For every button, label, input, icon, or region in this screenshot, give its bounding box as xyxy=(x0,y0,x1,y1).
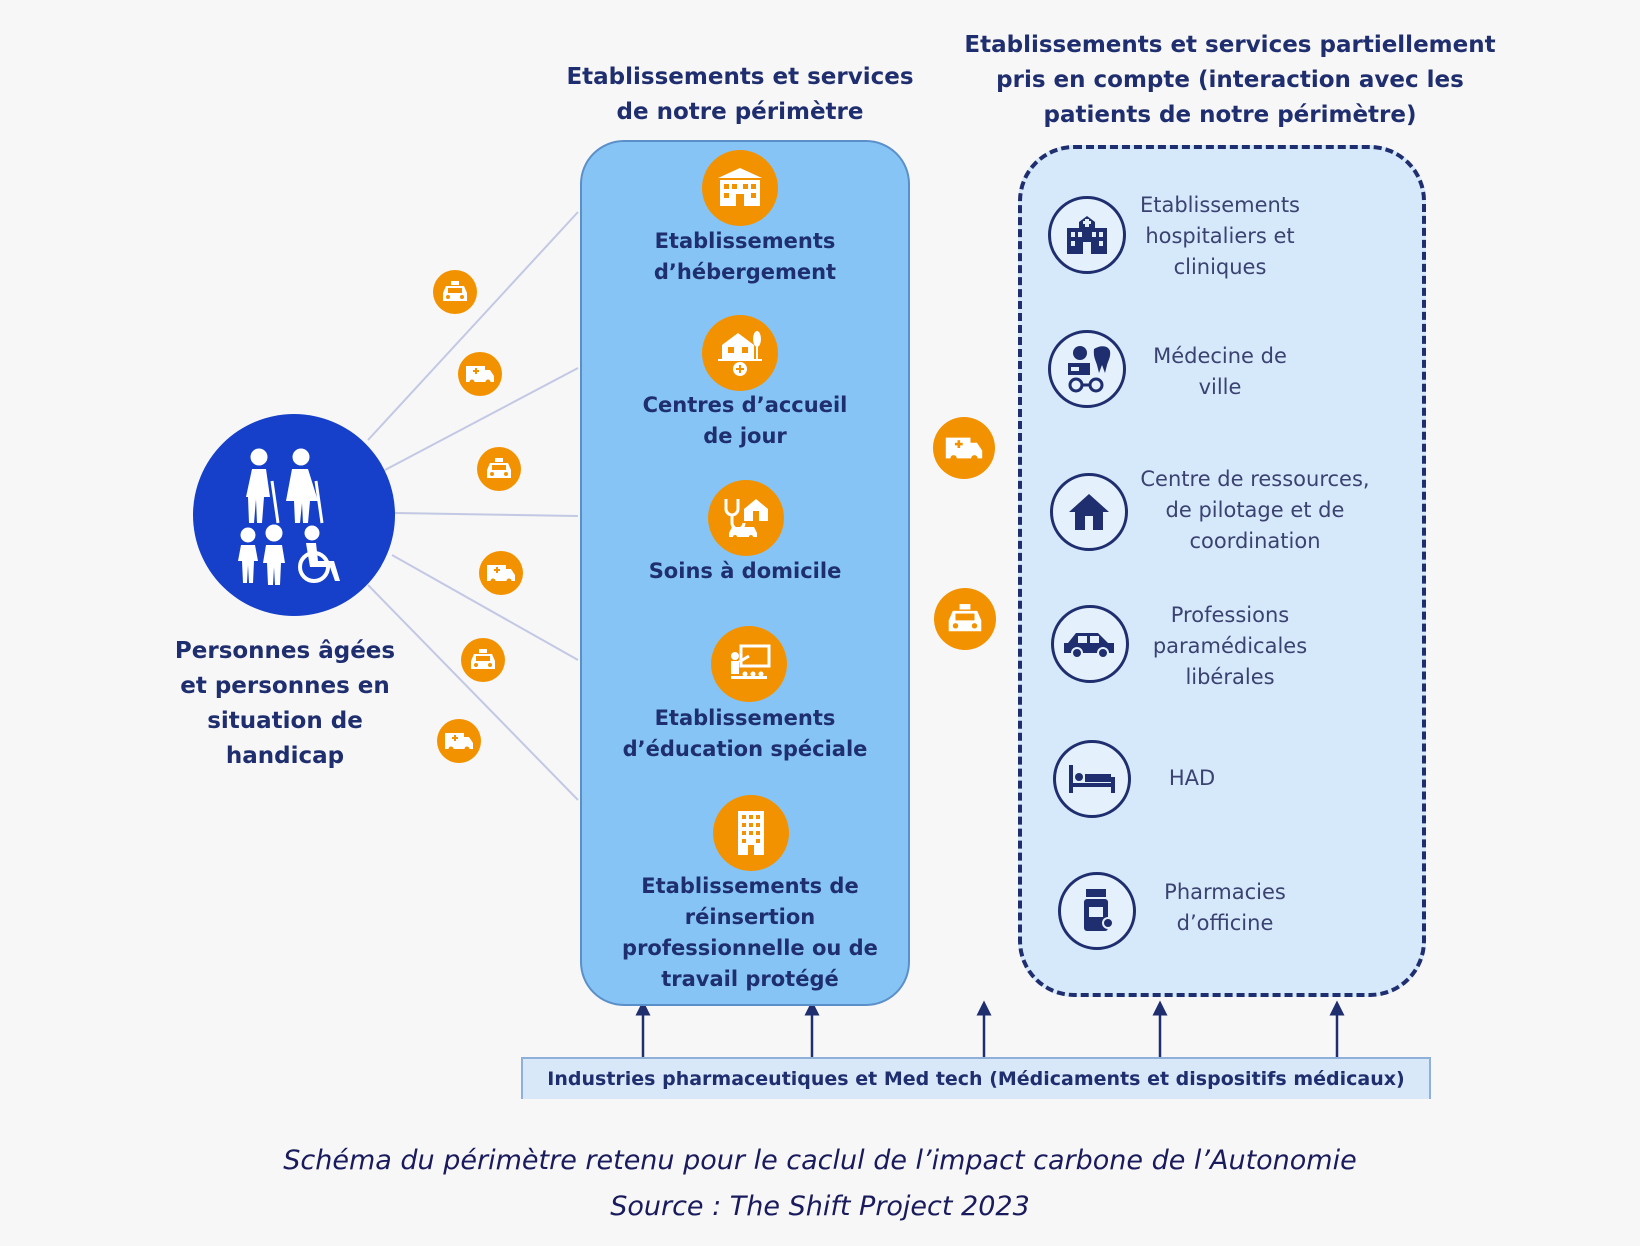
partial-box xyxy=(1018,145,1426,997)
partial-item-line: coordination xyxy=(1189,529,1321,553)
home-care-icon xyxy=(708,480,784,556)
scope-item-label: Etablissements de réinsertion profession… xyxy=(600,871,900,995)
partial-item-label: Pharmacies d’officine xyxy=(1125,877,1325,939)
scope-item-label: Etablissements d’éducation spéciale xyxy=(600,703,890,765)
car-icon xyxy=(1051,605,1129,683)
partial-item-label: Professions paramédicales libérales xyxy=(1130,600,1330,693)
connector-line xyxy=(394,512,579,517)
hospital-icon xyxy=(1048,196,1126,274)
partial-item-line: HAD xyxy=(1168,766,1216,790)
partial-item-line: d’officine xyxy=(1176,911,1274,935)
partial-item-line: ville xyxy=(1198,375,1242,399)
left-label-line: situation de xyxy=(207,708,363,734)
partial-title: Etablissements et services partiellement… xyxy=(960,28,1500,133)
people-elderly-disabled-icon xyxy=(238,448,340,585)
bed-icon xyxy=(1053,740,1131,818)
industry-bar-label: Industries pharmaceutiques et Med tech (… xyxy=(547,1068,1405,1090)
ambulance-icon xyxy=(437,719,481,763)
scope-item-line: réinsertion xyxy=(684,905,816,929)
ambulance-icon xyxy=(458,352,502,396)
ambulance-icon xyxy=(479,551,523,595)
partial-item-line: hospitaliers et xyxy=(1145,224,1295,248)
scope-item-line: Soins à domicile xyxy=(648,559,842,583)
scope-item-line: professionnelle ou de xyxy=(622,936,878,960)
scope-item-label: Centres d’accueil de jour xyxy=(600,390,890,452)
taxi-icon xyxy=(934,588,996,650)
left-label-line: handicap xyxy=(225,743,345,769)
scope-item-line: d’éducation spéciale xyxy=(622,737,868,761)
partial-item-line: de pilotage et de xyxy=(1165,498,1345,522)
scope-item-line: Centres d’accueil xyxy=(642,393,848,417)
left-label-line: Personnes âgées xyxy=(174,638,396,664)
connector-line xyxy=(367,211,579,441)
taxi-icon xyxy=(461,638,505,682)
scope-item-line: Etablissements de xyxy=(641,874,859,898)
partial-item-line: cliniques xyxy=(1173,255,1267,279)
partial-title-line: pris en compte (interaction avec les xyxy=(996,67,1464,93)
office-tower-icon xyxy=(713,795,789,871)
caption: Schéma du périmètre retenu pour le caclu… xyxy=(0,1138,1640,1230)
people-circle xyxy=(193,414,395,616)
taxi-icon xyxy=(477,447,521,491)
scope-item-label: Soins à domicile xyxy=(600,556,890,587)
industry-bar: Industries pharmaceutiques et Med tech (… xyxy=(521,1057,1431,1099)
scope-item-line: Etablissements xyxy=(654,229,836,253)
left-label-line: et personnes en xyxy=(180,673,390,699)
house-icon xyxy=(1050,473,1128,551)
scope-title-line: de notre périmètre xyxy=(616,99,864,125)
partial-item-line: libérales xyxy=(1185,665,1275,689)
teacher-board-icon xyxy=(711,626,787,702)
house-medical-icon xyxy=(702,315,778,391)
partial-item-label: Médecine de ville xyxy=(1120,341,1320,403)
left-label: Personnes âgées et personnes en situatio… xyxy=(150,634,420,774)
doctor-tooth-glasses-icon xyxy=(1048,330,1126,408)
scope-item-line: de jour xyxy=(703,424,787,448)
scope-item-line: d’hébergement xyxy=(653,260,837,284)
ambulance-icon xyxy=(933,417,995,479)
partial-item-line: Médecine de xyxy=(1153,344,1287,368)
partial-item-label: Etablissements hospitaliers et cliniques xyxy=(1120,190,1320,283)
caption-source: Source : The Shift Project 2023 xyxy=(610,1191,1030,1222)
partial-item-line: paramédicales xyxy=(1152,634,1308,658)
connector-line xyxy=(367,584,579,801)
scope-item-label: Etablissements d’hébergement xyxy=(600,226,890,288)
building-icon xyxy=(702,150,778,226)
partial-item-line: Centre de ressources, xyxy=(1140,467,1370,491)
partial-title-line: Etablissements et services partiellement xyxy=(964,32,1496,58)
scope-title: Etablissements et services de notre péri… xyxy=(560,60,920,130)
partial-title-line: patients de notre périmètre) xyxy=(1043,102,1417,128)
scope-item-line: Etablissements xyxy=(654,706,836,730)
scope-title-line: Etablissements et services xyxy=(566,64,914,90)
connector-line xyxy=(384,367,579,471)
caption-title: Schéma du périmètre retenu pour le caclu… xyxy=(283,1145,1357,1176)
partial-item-label: Centre de ressources, de pilotage et de … xyxy=(1130,464,1380,557)
scope-item-line: travail protégé xyxy=(661,967,839,991)
taxi-icon xyxy=(433,270,477,314)
connector-line xyxy=(391,554,579,661)
pill-bottle-icon xyxy=(1058,872,1136,950)
partial-item-line: Etablissements xyxy=(1139,193,1301,217)
partial-item-line: Pharmacies xyxy=(1164,880,1286,904)
partial-item-label: HAD xyxy=(1142,763,1242,794)
partial-item-line: Professions xyxy=(1170,603,1290,627)
